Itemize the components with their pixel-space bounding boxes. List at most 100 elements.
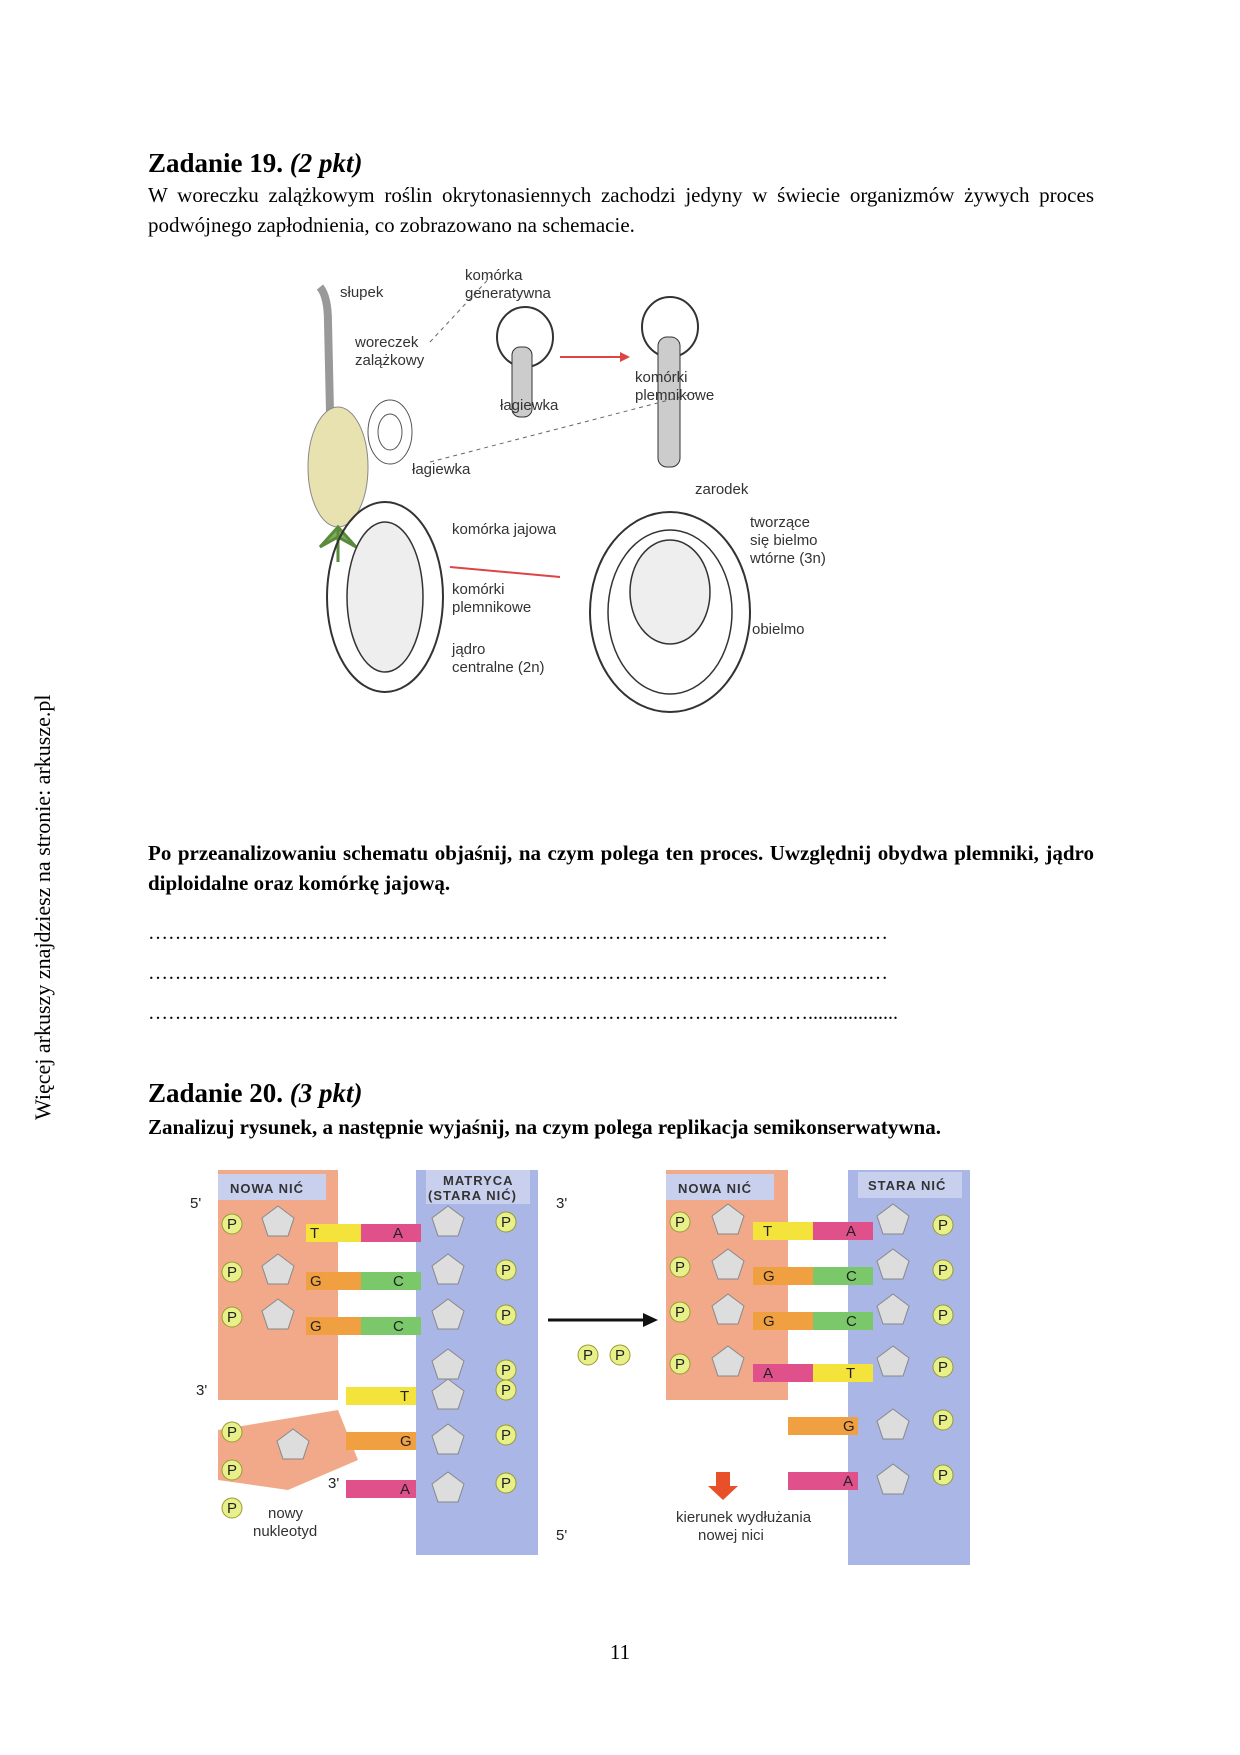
p-released-1-label: P [583,1347,593,1364]
base-right-new-3-label: A [763,1365,773,1382]
label-lagiewka1: łagiewka [500,397,559,414]
pollen-tube-1 [511,346,533,418]
label-matryca-2: (STARA NIĆ) [428,1188,517,1203]
label-kierunek-1: kierunek wydłużania [676,1509,812,1526]
base-left-new-1 [306,1272,361,1290]
p-right-new-3-label: P [675,1356,685,1373]
label-slupek: słupek [340,284,384,301]
label-5prime-bottom: 5' [556,1527,567,1544]
sugar-right-new-2 [711,1293,745,1325]
base-right-old-3 [813,1364,873,1382]
p-right-old-2-circle [932,1304,954,1326]
base-left-incoming-2 [346,1480,416,1498]
p-left-tmpl-2-label: P [501,1307,511,1324]
direction-arrow [716,1472,730,1486]
task20-question: Zanalizuj rysunek, a następnie wyjaśnij,… [148,1115,941,1139]
page-number: 11 [609,1640,631,1664]
label-3prime-left: 3' [196,1382,207,1399]
base-left-tmpl-0-label: A [393,1225,403,1242]
base-left-incoming-1-label: G [400,1433,412,1450]
p-right-old-3-label: P [938,1359,948,1376]
ovule-right-outer [589,511,751,713]
label-komorki-plem1: komórki [635,369,688,386]
task20-heading: Zadanie 20. (3 pkt) [148,1078,363,1109]
p-left-incoming-2-label: P [501,1475,511,1492]
task19-points: (2 pkt) [289,148,363,178]
p-right-new-0-circle [669,1211,691,1233]
label-komorki-plem3: komórki [452,581,505,598]
p-left-new-0-circle [221,1213,243,1235]
base-left-incoming-2-label: A [400,1481,410,1498]
label-nukleotyd: nukleotyd [253,1523,317,1540]
answer-line-3[interactable]: ……………………………………………………………………………………….......… [148,1002,898,1024]
label-stara-nic: STARA NIĆ [868,1178,946,1193]
sugar-right-old-2 [876,1293,910,1325]
answer-line-2[interactable]: ………………………………………………………………………………………………… [148,962,888,984]
dashed-connector [429,391,701,463]
p-left-incoming-2-circle [495,1472,517,1494]
p-right-new-2-label: P [675,1304,685,1321]
base-right-old-0 [813,1222,873,1240]
sugar-left-tmpl-2 [431,1298,465,1330]
p-left-tmpl-0-circle [495,1211,517,1233]
p-released-2-label: P [615,1347,625,1364]
p-left-new-1-circle [221,1261,243,1283]
p-released-2-circle [609,1344,631,1366]
ovule-right-inner [629,539,711,645]
label-woreczek-2: zalążkowy [355,352,425,369]
base-right-old-2 [813,1312,873,1330]
p-left-new-2-circle [221,1306,243,1328]
base-left-tmpl-1-label: C [393,1273,404,1290]
p-left-tmpl-1-label: P [501,1262,511,1279]
base-left-tmpl-2-label: C [393,1318,404,1335]
sugar-right-incoming-0 [876,1408,910,1440]
p-released-1-circle [577,1344,599,1366]
ovule-left-outer [326,501,444,693]
p-right-old-1-circle [932,1259,954,1281]
p-right-new-3-circle [669,1353,691,1375]
base-left-tmpl-1 [361,1272,421,1290]
label-nowa-nic-left: NOWA NIĆ [230,1181,304,1196]
task19-title: Zadanie 19. [148,148,284,178]
pistil-style [316,284,334,413]
p-right-new-1-label: P [675,1259,685,1276]
task20-points: (3 pkt) [289,1078,363,1108]
label-komorka-gen1: komórka [465,267,523,284]
label-3prime-right-top: 3' [556,1195,567,1212]
p-right-old-3-circle [932,1356,954,1378]
answer-line-1[interactable]: ………………………………………………………………………………………………… [148,922,888,944]
base-left-new-0 [306,1224,361,1242]
sugar-left-incoming-0 [431,1378,465,1410]
sugar-right-old-3 [876,1345,910,1377]
double-fertilization-diagram: słupek woreczek zalążkowy [307,267,826,713]
base-left-new-2-label: G [310,1318,322,1335]
base-right-new-0 [753,1222,813,1240]
p-right-incoming-0-label: P [938,1412,948,1429]
sugar-left-new-0 [261,1205,295,1237]
sugar-left-new-1 [261,1253,295,1285]
label-komorki-plem2: plemnikowe [635,387,714,404]
p-nucleotide-chain-0-circle [221,1421,243,1443]
base-left-incoming-0-label: T [400,1388,409,1405]
sugar-left-tmpl-0 [431,1205,465,1237]
p-right-old-0-circle [932,1214,954,1236]
base-left-new-0-label: T [310,1225,319,1242]
base-right-new-1-label: G [763,1268,775,1285]
p-left-tmpl-0-label: P [501,1214,511,1231]
label-woreczek-1: woreczek [354,334,419,351]
task19-heading: Zadanie 19. (2 pkt) [148,148,363,179]
base-right-old-0-label: A [846,1223,856,1240]
p-right-old-0-label: P [938,1217,948,1234]
sugar-right-new-3 [711,1345,745,1377]
p-nucleotide-chain-2-label: P [227,1500,237,1517]
base-right-incoming-1 [788,1472,858,1490]
stem-shape [318,524,358,562]
label-3prime-nucleotide: 3' [328,1475,339,1492]
p-nucleotide-chain-0-label: P [227,1424,237,1441]
base-left-incoming-1 [346,1432,416,1450]
base-right-new-0-label: T [763,1223,772,1240]
label-komorka-jajowa: komórka jajowa [452,521,557,538]
ovule-left-inner [346,521,424,673]
base-right-old-3-label: T [846,1365,855,1382]
